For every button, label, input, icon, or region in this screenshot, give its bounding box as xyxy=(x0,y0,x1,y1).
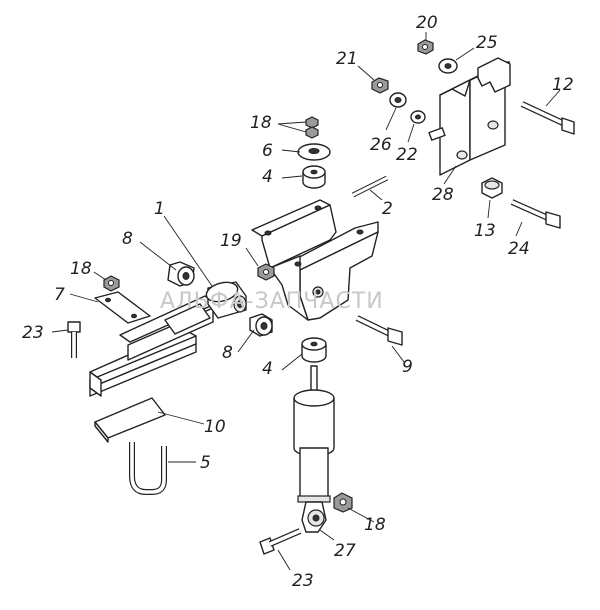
washer-25 xyxy=(438,58,458,74)
callout-6: 6 xyxy=(262,141,273,161)
callout-labels: 1 2 4 4 5 6 7 8 8 9 10 12 13 18 18 18 19… xyxy=(22,13,574,591)
clamp-block-28 xyxy=(428,57,511,176)
bolt-12 xyxy=(520,101,575,135)
callout-27: 27 xyxy=(334,541,356,561)
callout-21: 21 xyxy=(336,49,358,69)
callout-4-bottom: 4 xyxy=(262,359,273,379)
bush-8-upper xyxy=(167,261,195,287)
bracket-upper xyxy=(251,199,379,321)
callout-23-bottom: 23 xyxy=(292,571,314,591)
bush-4-lower xyxy=(301,337,327,363)
callout-8-upper: 8 xyxy=(122,229,133,249)
nut-18-left xyxy=(103,275,120,292)
bush-4-top xyxy=(302,165,326,189)
nut-13 xyxy=(481,177,503,199)
leader-lines xyxy=(51,32,561,571)
callout-2: 2 xyxy=(382,199,393,219)
washer-6-top xyxy=(297,143,331,161)
washer-22 xyxy=(410,110,426,124)
nut-19 xyxy=(257,263,275,281)
callout-24: 24 xyxy=(508,239,530,259)
nut-18-top xyxy=(305,116,319,139)
callout-8-lower: 8 xyxy=(222,343,233,363)
callout-22: 22 xyxy=(396,145,418,165)
callout-18-bottom: 18 xyxy=(364,515,386,535)
callout-10: 10 xyxy=(204,417,226,437)
watermark: АЛЬФА-ЗАПЧАСТИ xyxy=(160,289,384,314)
callout-5: 5 xyxy=(200,453,211,473)
bolt-24 xyxy=(510,199,561,229)
leaf-spring-1 xyxy=(89,281,247,397)
nut-18-bottom xyxy=(333,492,353,513)
bolt-23-bottom xyxy=(259,528,302,555)
callout-28: 28 xyxy=(432,185,454,205)
bolt-23-left xyxy=(67,321,81,358)
callout-23-left: 23 xyxy=(22,323,44,343)
pin-2 xyxy=(351,175,389,198)
callout-4-top: 4 xyxy=(262,167,273,187)
plate-7 xyxy=(94,291,151,324)
nut-20 xyxy=(417,39,434,55)
bolt-9 xyxy=(355,315,403,346)
callout-18-top: 18 xyxy=(250,113,272,133)
bush-8-lower xyxy=(249,313,273,337)
callout-13: 13 xyxy=(474,221,496,241)
callout-19: 19 xyxy=(220,231,242,251)
washer-26 xyxy=(389,92,407,108)
nut-21 xyxy=(371,77,389,94)
callout-1: 1 xyxy=(154,199,165,219)
callout-20: 20 xyxy=(416,13,438,33)
callout-12: 12 xyxy=(552,75,574,95)
u-bolt-5 xyxy=(129,442,167,495)
shock-absorber-27 xyxy=(293,365,335,533)
callout-25: 25 xyxy=(476,33,498,53)
callout-26: 26 xyxy=(370,135,392,155)
pad-10 xyxy=(94,397,166,443)
callout-18-left: 18 xyxy=(70,259,92,279)
callout-9: 9 xyxy=(402,357,413,377)
callout-7: 7 xyxy=(54,285,65,305)
